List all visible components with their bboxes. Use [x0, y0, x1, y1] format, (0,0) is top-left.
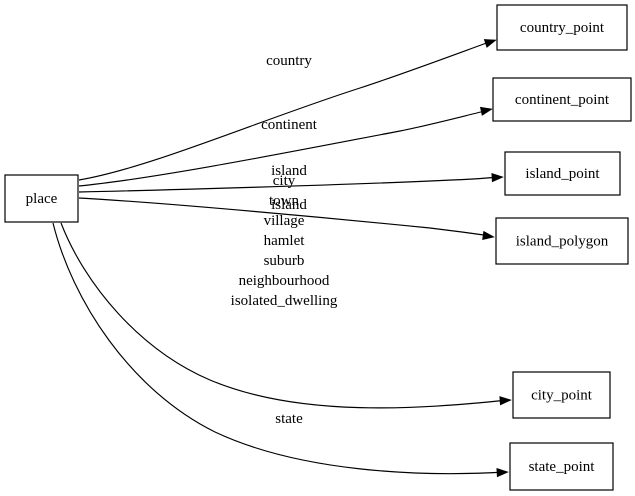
node-city_point-label: city_point [531, 387, 593, 403]
node-city_point[interactable]: city_point [512, 371, 611, 419]
node-island_point-box [504, 151, 621, 196]
edge-place-to-continent_point-line [78, 109, 490, 187]
edge-place-to-state_point-line [52, 222, 506, 475]
edge-place-to-island_point [78, 172, 504, 193]
edge-place-to-island_point-line [78, 176, 501, 193]
edge-place-to-city_point-label: city town village hamlet suburb neighbourhood… [231, 173, 338, 309]
node-state_point-box [509, 442, 614, 491]
node-place-box [4, 174, 79, 223]
edge-place-to-city_point-label-line-6: isolated_dwelling [231, 293, 338, 309]
node-island_point-label: island_point [525, 166, 600, 182]
node-city_point-box [512, 371, 611, 419]
edge-place-to-city_point-arrowhead-icon [499, 396, 512, 406]
node-place-label: place [26, 191, 58, 207]
edge-place-to-state_point-label: state [275, 411, 303, 427]
node-continent_point-box [492, 77, 632, 122]
node-state_point[interactable]: state_point [509, 442, 614, 491]
edge-place-to-country_point-label: country [266, 53, 312, 69]
edge-place-to-city_point-label-line-3: hamlet [264, 233, 306, 249]
node-continent_point[interactable]: continent_point [492, 77, 632, 122]
edge-place-to-island_polygon-label: island [271, 197, 307, 213]
edge-place-to-country_point-line [78, 40, 493, 181]
edge-place-to-island_polygon [78, 197, 495, 241]
node-island_polygon-box [495, 217, 629, 265]
node-island_polygon-label: island_polygon [516, 233, 609, 249]
edge-place-to-country_point-arrowhead-icon [483, 39, 497, 48]
node-continent_point-label: continent_point [515, 92, 610, 108]
edge-place-to-island_point-label: island [271, 163, 307, 179]
edge-place-to-city_point-label-line-2: village [264, 213, 305, 229]
edge-place-to-island_point-label-line-0: island [271, 163, 307, 179]
edge-place-to-city_point-label-line-5: neighbourhood [239, 273, 330, 289]
node-island_polygon[interactable]: island_polygon [495, 217, 629, 265]
edge-place-to-continent_point [78, 106, 493, 187]
edge-place-to-city_point-label-line-0: city [273, 173, 296, 189]
edges-layer [52, 39, 512, 478]
edge-place-to-continent_point-label: continent [261, 117, 318, 133]
edge-place-to-island_polygon-label-line-0: island [271, 197, 307, 213]
edge-place-to-island_polygon-arrowhead-icon [482, 230, 495, 241]
node-country_point[interactable]: country_point [496, 4, 628, 51]
edge-place-to-city_point-line [60, 222, 509, 409]
edge-place-to-continent_point-label-line-0: continent [261, 117, 318, 133]
edge-place-to-state_point-label-line-0: state [275, 411, 303, 427]
edge-place-to-state_point [52, 222, 509, 478]
node-place[interactable]: place [4, 174, 79, 223]
edge-place-to-continent_point-arrowhead-icon [479, 106, 493, 116]
edge-place-to-island_polygon-line [78, 197, 492, 237]
edge-place-to-city_point-label-line-4: suburb [264, 253, 305, 269]
edge-place-to-city_point [60, 222, 512, 409]
edge-place-to-country_point-label-line-0: country [266, 53, 312, 69]
edge-place-to-city_point-label-line-1: town [269, 193, 300, 209]
node-country_point-label: country_point [520, 20, 605, 36]
edge-place-to-state_point-arrowhead-icon [496, 467, 509, 478]
node-island_point[interactable]: island_point [504, 151, 621, 196]
node-state_point-label: state_point [529, 459, 596, 475]
edge-place-to-island_point-arrowhead-icon [491, 172, 504, 183]
node-country_point-box [496, 4, 628, 51]
edge-place-to-country_point [78, 39, 497, 181]
nodes-layer: place country_point continent_point island_… [4, 4, 632, 491]
